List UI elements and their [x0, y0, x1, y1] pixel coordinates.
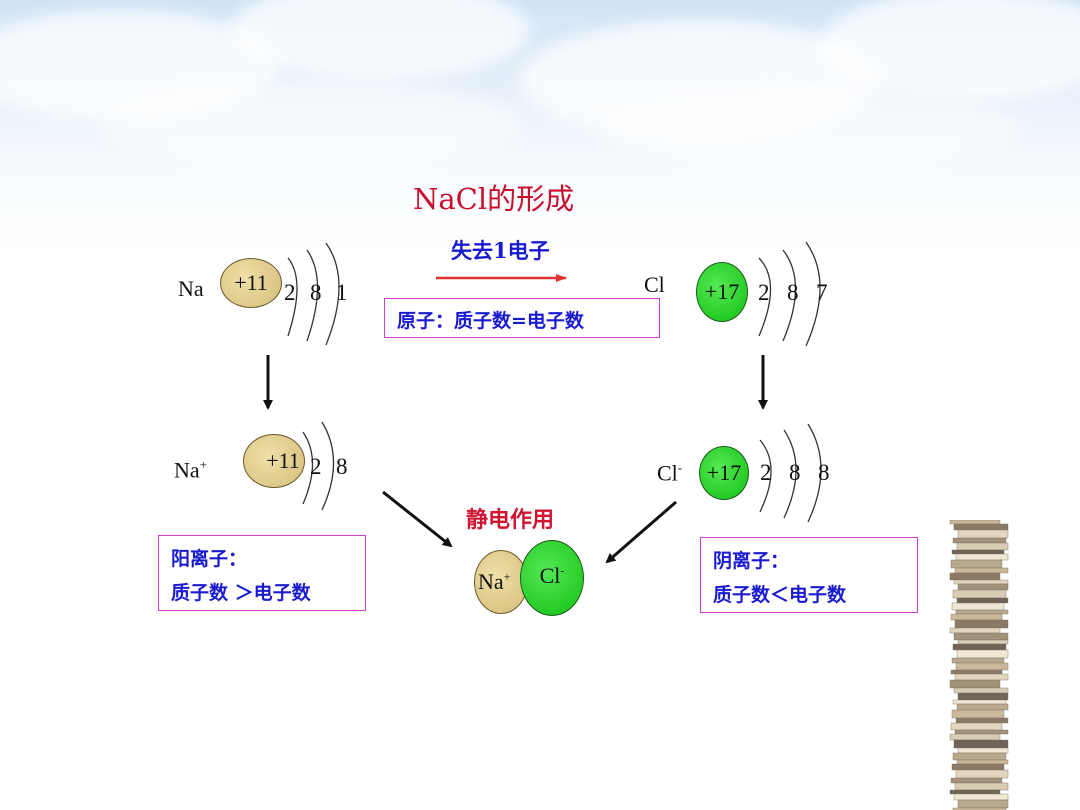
cl-ion-arrow	[605, 500, 677, 564]
cl-ion-shells	[759, 423, 822, 523]
cl-atom-shell-2: 8	[787, 280, 799, 305]
anion-note-box: 阴离子： 质子数＜电子数	[700, 537, 918, 613]
na-ion-nucleus: +11	[243, 434, 305, 488]
compound-na-label: Na+	[478, 569, 511, 594]
interaction-label: 静电作用	[466, 507, 555, 533]
na-atom-nucleus: +11	[220, 258, 282, 308]
na-atom-shell-2: 8	[310, 280, 322, 305]
cl-atom-charge: +17	[704, 279, 740, 304]
page-title: NaCl的形成	[413, 182, 575, 216]
book-stack-image	[949, 520, 1009, 810]
na-atom-shells	[287, 242, 340, 346]
na-ion-symbol: Na+	[174, 457, 207, 483]
compound-cl-label: Cl-	[539, 563, 565, 588]
cl-ion-shell-1: 2	[760, 460, 772, 485]
na-ion-shells	[302, 421, 335, 511]
cl-ion-shell-3: 8	[818, 460, 830, 485]
cl-atom-nucleus: +17	[696, 262, 748, 322]
cation-note-line1: 阳离子：	[171, 548, 248, 570]
na-atom-shell-1: 2	[284, 280, 296, 305]
cation-note-box: 阳离子： 质子数 ＞电子数	[158, 535, 366, 611]
na-ion-shell-1: 2	[310, 454, 322, 479]
cl-ion-charge: +17	[706, 460, 742, 485]
cation-note-line2: 质子数 ＞电子数	[171, 582, 311, 604]
transfer-label: 失去1电子	[451, 238, 550, 263]
compound-cl-ion: Cl-	[520, 540, 584, 616]
cl-ion-shell-2: 8	[789, 460, 801, 485]
compound-na-ion: Na+	[474, 550, 528, 614]
cl-ion-nucleus: +17	[699, 446, 749, 500]
cl-atom-symbol: Cl	[644, 272, 665, 297]
na-atom-charge: +11	[234, 270, 268, 295]
anion-note-line1: 阴离子：	[713, 550, 790, 572]
na-ion-arrow	[382, 490, 453, 548]
sky-background	[0, 0, 1080, 200]
cl-ion-symbol: Cl-	[657, 460, 683, 486]
cl-atom-shell-1: 2	[758, 280, 770, 305]
na-ion-charge: +11	[266, 448, 300, 473]
na-atom-shell-3: 1	[336, 280, 348, 305]
atom-note-box: 原子：质子数=电子数	[384, 298, 660, 338]
cl-atom-shell-3: 7	[816, 280, 828, 305]
na-atom-symbol: Na	[178, 276, 204, 301]
atom-note: 原子：质子数=电子数	[397, 310, 584, 332]
anion-note-line2: 质子数＜电子数	[713, 584, 847, 606]
na-ion-shell-2: 8	[336, 454, 348, 479]
cl-atom-shells	[758, 241, 821, 347]
